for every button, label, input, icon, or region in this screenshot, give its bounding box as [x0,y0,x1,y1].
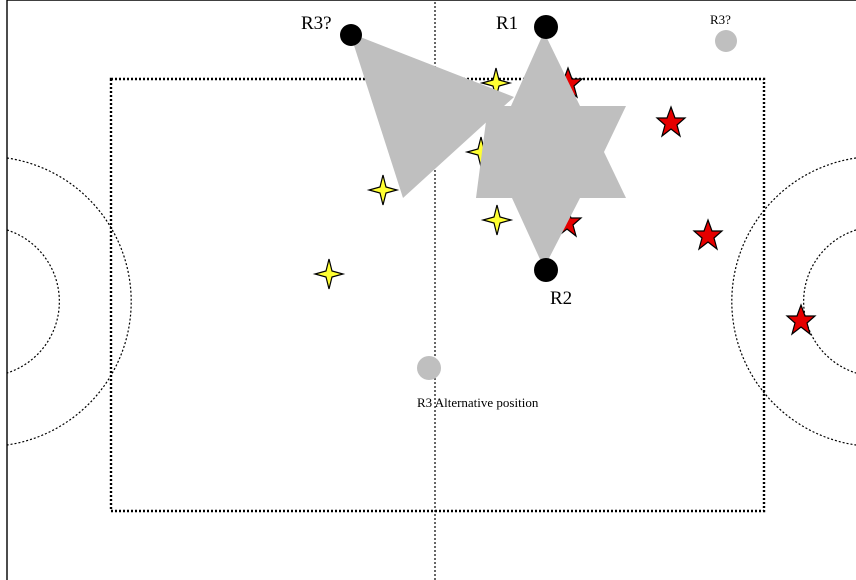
referee-r3-alt-bottom-icon [417,356,441,380]
referees [340,15,737,380]
referee-r3-alt-top-icon [715,30,737,52]
referee-r3-icon [340,24,362,46]
five-point-star-icon [655,105,687,138]
r1-r2-vision-star [476,32,626,268]
label-r2: R2 [550,288,572,309]
right-goal-arcs [731,157,856,446]
referee-r2-icon [534,258,558,282]
label-r3-right: R3? [710,12,731,27]
four-point-star-icon [366,174,400,206]
play-area-rectangle [109,77,766,513]
label-r3-alternative: R3 Alternative position [417,395,539,410]
label-r1: R1 [496,13,518,34]
four-point-star-icon [480,204,514,236]
referee-r1-icon [534,15,558,39]
referee-vision-cones [350,32,626,268]
label-r3-left: R3? [301,13,332,34]
four-point-star-icon [312,258,346,290]
left-goal-arcs [6,157,132,446]
five-point-star-icon [692,218,724,251]
r3-vision-cone [350,33,514,198]
rink-boards [6,0,856,580]
five-point-star-icon [785,303,817,336]
